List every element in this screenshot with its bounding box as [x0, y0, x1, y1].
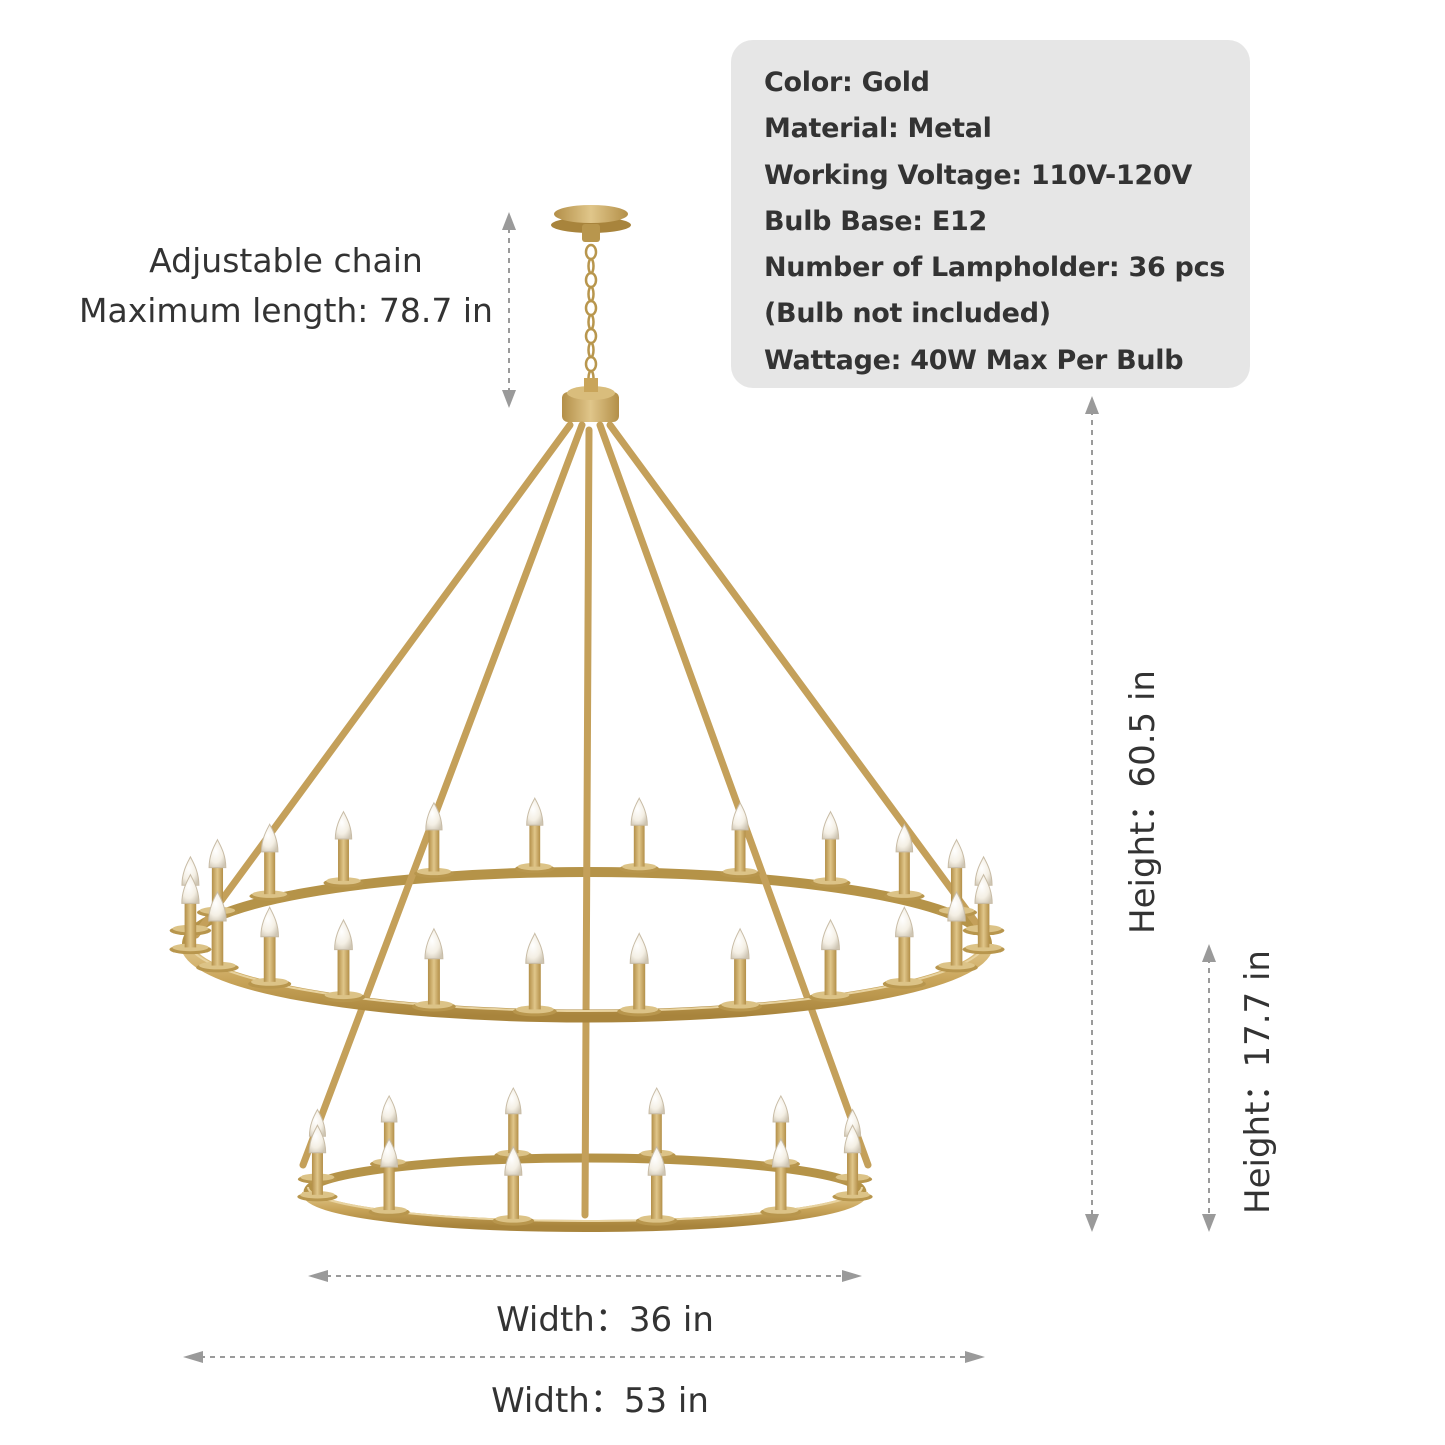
dimension-lines — [200, 228, 1210, 1358]
total-height-label: Height：60.5 in — [1123, 670, 1163, 934]
lower-candle — [832, 1124, 873, 1202]
upper-candle — [720, 801, 760, 878]
chain-label-line2: Maximum length: 78.7 in — [79, 291, 493, 330]
spec-wattage: Wattage: 40W Max Per Bulb — [764, 344, 1184, 376]
upper-candle — [808, 918, 853, 1003]
lower-candle — [297, 1124, 338, 1202]
ceiling-canopy — [551, 205, 631, 242]
upper-candle — [718, 927, 762, 1012]
lower-candle — [760, 1137, 802, 1217]
upper-candle — [962, 873, 1005, 955]
lower-candle — [635, 1145, 678, 1226]
lower-candle — [368, 1137, 410, 1217]
upper-width-label: Width：53 in — [491, 1381, 709, 1421]
upper-candle — [414, 801, 454, 878]
spec-color: Color: Gold — [764, 67, 930, 98]
upper-ring — [180, 938, 994, 1023]
upper-candle — [169, 873, 212, 955]
center-hub — [562, 378, 619, 422]
upper-candle — [514, 797, 555, 874]
upper-candle — [882, 906, 926, 989]
support-rods — [192, 421, 989, 1219]
chain-label: Adjustable chain Maximum length: 78.7 in — [60, 236, 512, 336]
upper-candle — [512, 932, 557, 1017]
dimension-arrowheads — [183, 212, 1216, 1363]
specifications-panel: Color: Gold Material: Metal Working Volt… — [731, 40, 1250, 388]
spec-material: Material: Metal — [764, 113, 992, 145]
spec-voltage: Working Voltage: 110V-120V — [764, 159, 1192, 191]
lower-width-label: Width：36 in — [496, 1300, 714, 1340]
upper-candle — [619, 797, 660, 874]
lower-height-label: Height：17.7 in — [1238, 950, 1278, 1214]
upper-tier-front-candles — [169, 873, 1005, 1017]
lower-ring — [302, 1186, 868, 1232]
chain — [584, 243, 598, 387]
spec-bulb-note: (Bulb not included) — [764, 298, 1051, 330]
upper-candle — [412, 927, 456, 1012]
upper-candle — [884, 823, 925, 901]
upper-candle — [196, 890, 239, 973]
spec-bulb-base: Bulb Base: E12 — [764, 205, 987, 237]
upper-candle — [248, 906, 292, 989]
upper-candle — [810, 810, 851, 888]
upper-candle — [249, 823, 290, 901]
lower-tier-front-candles — [297, 1124, 873, 1226]
lower-candle — [492, 1145, 535, 1226]
upper-candle — [935, 890, 978, 973]
upper-candle — [321, 918, 366, 1003]
upper-candle — [617, 932, 662, 1017]
upper-candle — [323, 810, 364, 888]
chain-label-line1: Adjustable chain — [149, 241, 423, 280]
spec-lampholders: Number of Lampholder: 36 pcs — [764, 252, 1226, 284]
